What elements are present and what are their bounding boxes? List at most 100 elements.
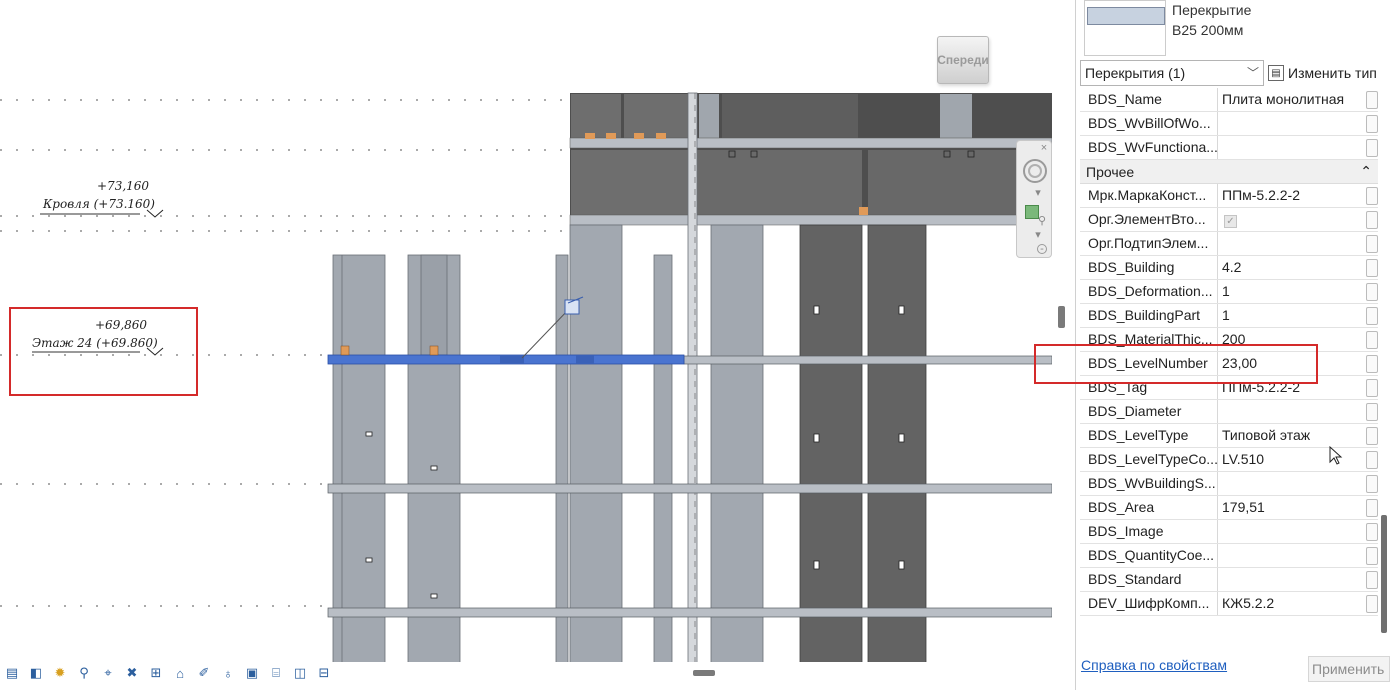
sun-path-icon[interactable]: ✹	[54, 665, 66, 680]
show-crop-icon[interactable]: ✖	[126, 665, 138, 680]
upper-block	[569, 93, 1052, 226]
worksharing-icon[interactable]: ♁	[223, 665, 233, 681]
property-value[interactable]: 23,00	[1222, 355, 1258, 371]
property-row[interactable]: BDS_QuantityCoe...	[1080, 544, 1378, 568]
close-icon[interactable]: ×	[1040, 142, 1048, 154]
temp-hide-icon[interactable]: ⌂	[176, 665, 184, 681]
viewcube[interactable]: Спереди	[937, 36, 989, 84]
associate-parameter-button[interactable]	[1366, 355, 1378, 373]
property-value[interactable]	[1218, 136, 1358, 159]
associate-parameter-button[interactable]	[1366, 139, 1378, 157]
property-row[interactable]: BDS_MaterialThic...200	[1080, 328, 1378, 352]
associate-parameter-button[interactable]	[1366, 403, 1378, 421]
associate-parameter-button[interactable]	[1366, 211, 1378, 229]
property-row[interactable]: BDS_Image	[1080, 520, 1378, 544]
property-value[interactable]: LV.510	[1222, 451, 1265, 467]
property-row[interactable]: BDS_WvBuildingS...	[1080, 472, 1378, 496]
associate-parameter-button[interactable]	[1366, 115, 1378, 133]
property-value[interactable]	[1218, 544, 1358, 567]
chevron-down-icon[interactable]: ▾	[1035, 186, 1041, 199]
associate-parameter-button[interactable]	[1366, 427, 1378, 445]
reveal-hidden-icon[interactable]: ✐	[198, 665, 210, 680]
properties-help-link[interactable]: Справка по свойствам	[1081, 657, 1228, 673]
property-row[interactable]: DEV_ШифрКомп...КЖ5.2.2	[1080, 592, 1378, 616]
reveal-constraints-icon[interactable]: ⊟	[318, 665, 330, 680]
property-row[interactable]: BDS_LevelTypeCo...LV.510	[1080, 448, 1378, 472]
associate-parameter-button[interactable]	[1366, 499, 1378, 517]
horizontal-scrollbar-thumb[interactable]	[693, 670, 715, 676]
associate-parameter-button[interactable]	[1366, 379, 1378, 397]
property-value[interactable]	[1218, 568, 1358, 591]
elevation-drawing[interactable]	[0, 0, 1052, 662]
property-value[interactable]: 200	[1222, 331, 1246, 347]
property-value[interactable]	[1218, 400, 1358, 423]
apply-button[interactable]: Применить	[1308, 656, 1390, 682]
property-row[interactable]: BDS_Deformation...1	[1080, 280, 1378, 304]
property-row[interactable]: BDS_WvBillOfWo...	[1080, 112, 1378, 136]
property-row[interactable]: BDS_Diameter	[1080, 400, 1378, 424]
highlight-displacement-icon[interactable]: ◫	[293, 665, 307, 680]
crop-icon[interactable]: ⌖	[104, 665, 112, 680]
steering-wheel-icon[interactable]	[1023, 159, 1047, 183]
associate-parameter-button[interactable]	[1366, 235, 1378, 253]
collapse-icon[interactable]: ⌃	[1360, 163, 1372, 179]
drawing-viewport[interactable]: +73,160 Кровля (+73.160) +69,860 Этаж 24…	[0, 0, 1052, 662]
visual-style-icon[interactable]: ◧	[29, 665, 43, 680]
family-selector-dropdown[interactable]: Перекрытия (1) ﹀	[1080, 60, 1264, 86]
vertical-scrollbar-thumb[interactable]	[1058, 306, 1065, 328]
property-row[interactable]: Орг.ЭлементВто...✓	[1080, 208, 1378, 232]
zoom-out-icon[interactable]: -	[1037, 243, 1047, 255]
property-row[interactable]: BDS_WvFunctiona...	[1080, 136, 1378, 160]
associate-parameter-button[interactable]	[1366, 307, 1378, 325]
associate-parameter-button[interactable]	[1366, 595, 1378, 613]
design-options-icon[interactable]: ▣	[245, 665, 259, 680]
associate-parameter-button[interactable]	[1366, 547, 1378, 565]
zoom-region-icon[interactable]	[1025, 205, 1039, 219]
property-row[interactable]: Мрк.МаркаКонст...ППм-5.2.2-2	[1080, 184, 1378, 208]
property-value[interactable]: 1	[1222, 307, 1230, 323]
checkbox-icon[interactable]: ✓	[1224, 215, 1237, 228]
group-header-other[interactable]: Прочее ⌃	[1080, 160, 1378, 184]
shadows-icon[interactable]: ⚲	[79, 665, 89, 680]
properties-scrollbar-thumb[interactable]	[1381, 515, 1387, 633]
associate-parameter-button[interactable]	[1366, 571, 1378, 589]
associate-parameter-button[interactable]	[1366, 91, 1378, 109]
property-value[interactable]	[1218, 520, 1358, 543]
property-value[interactable]: ✓	[1218, 208, 1358, 231]
property-value[interactable]: 1	[1222, 283, 1230, 299]
associate-parameter-button[interactable]	[1366, 283, 1378, 301]
associate-parameter-button[interactable]	[1366, 331, 1378, 349]
navigation-bar[interactable]: × ▾ ⚲ ▾ -	[1016, 140, 1052, 258]
property-value[interactable]	[1218, 472, 1358, 495]
property-name: BDS_Deformation...	[1080, 280, 1218, 303]
associate-parameter-button[interactable]	[1366, 187, 1378, 205]
property-value[interactable]	[1218, 232, 1358, 255]
unlock-3d-icon[interactable]: ⊞	[150, 665, 162, 680]
property-value[interactable]: Типовой этаж	[1222, 427, 1311, 443]
property-value[interactable]	[1218, 112, 1358, 135]
chevron-down-icon[interactable]: ▾	[1035, 228, 1041, 241]
scale-icon[interactable]: ▤	[5, 665, 19, 680]
property-value[interactable]: 4.2	[1222, 259, 1242, 275]
slab-floor24-right	[683, 355, 1052, 365]
associate-parameter-button[interactable]	[1366, 259, 1378, 277]
property-row[interactable]: BDS_Standard	[1080, 568, 1378, 592]
associate-parameter-button[interactable]	[1366, 451, 1378, 469]
associate-parameter-button[interactable]	[1366, 523, 1378, 541]
edit-type-button[interactable]: ▤ Изменить тип	[1268, 60, 1377, 86]
property-row[interactable]: Орг.ПодтипЭлем...	[1080, 232, 1378, 256]
property-value[interactable]: ППм-5.2.2-2	[1222, 187, 1300, 203]
property-value[interactable]: 179,51	[1222, 499, 1265, 515]
property-value[interactable]: КЖ5.2.2	[1222, 595, 1275, 611]
associate-parameter-button[interactable]	[1366, 475, 1378, 493]
property-value[interactable]: Плита монолитная	[1222, 91, 1345, 107]
level-head-roof	[146, 209, 164, 218]
analytical-model-icon[interactable]: ⌸	[272, 665, 280, 680]
